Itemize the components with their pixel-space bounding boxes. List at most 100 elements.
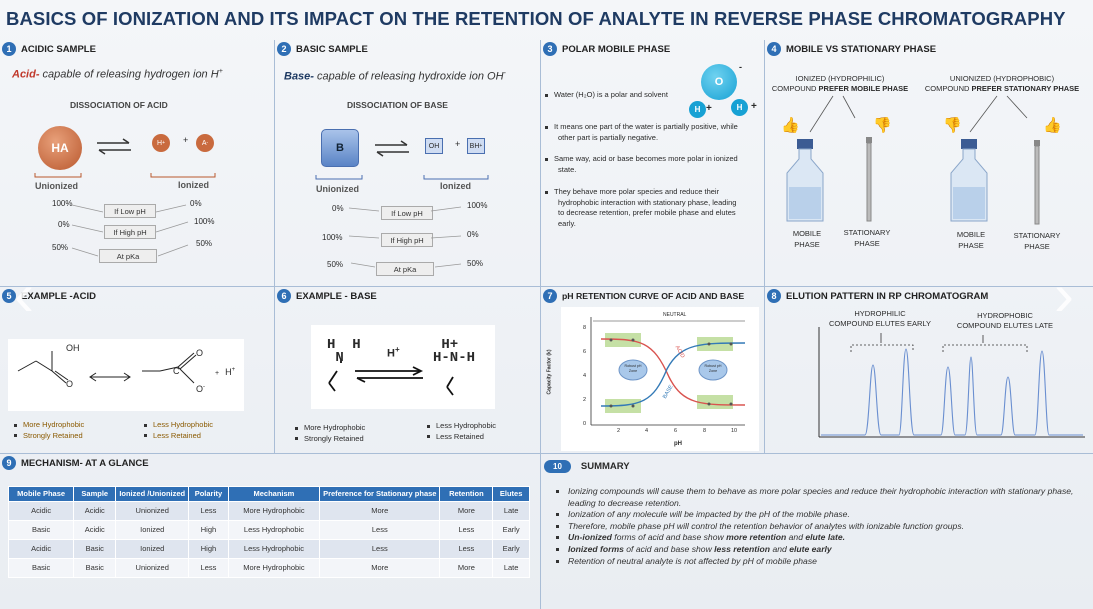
x-tick: 8 [703,428,707,434]
bullet: Strongly Retained [295,434,365,445]
summary-item: Un-ionized forms of acid and base show m… [556,532,1086,544]
bracket-left [34,173,82,178]
row1-left: 0% [332,204,344,213]
label-line: MOBILE [792,229,822,238]
amine-left: H H N [327,337,361,366]
hydrogen-atom-left: H [689,101,706,118]
acid-def-text: capable of releasing hydrogen ion H [39,68,219,81]
oxygen-label: O [196,348,204,358]
row1-left: 100% [52,199,73,208]
oxygen-charge: - [739,62,742,72]
atom: H [225,367,232,377]
plus-sign: + [215,370,220,377]
table-cell: More Hydrophobic [227,557,321,578]
bullet-text: More Hydrophobic [23,420,85,429]
next-slide-arrow-icon[interactable]: › [1054,261,1074,328]
table-cell: High [188,519,229,540]
flow-arrows [71,204,189,257]
emph: Un-ionized [568,532,612,543]
bullet: Less Hydrophobic [144,420,213,431]
bracket-right [150,173,216,178]
panel-title: MOBILE VS STATIONARY PHASE [786,43,937,55]
unionized-label: Unionized [316,184,359,194]
x-tick: 2 [617,428,621,434]
base-structure [328,359,454,396]
thumbs-up-icon: 👍 [781,117,800,134]
bh-sup: + [479,143,483,149]
emph: less retention [714,543,771,554]
table-cell: Less [188,557,229,578]
y-axis-label: Capacity Factor (k) [546,349,553,395]
a-ion-circle: A- [196,134,214,152]
bullet: Less Retained [144,431,213,442]
carbon-label: C [173,366,180,376]
oh-label: OH [428,142,440,150]
chromatogram [818,327,1085,438]
table-cell: Acidic [7,500,75,521]
summary-item: Ionized forms of acid and base show less… [556,544,1086,556]
table-cell: Less [439,519,494,540]
thumbs-down-icon: 👎 [873,117,892,134]
bullet-text: Strongly Retained [23,430,83,440]
prev-slide-arrow-icon[interactable]: ‹ [14,261,34,328]
emph: Ionized forms [568,543,624,554]
base-def-text: capable of releasing hydroxide ion OH [313,70,504,83]
panel-title: EXAMPLE -ACID [21,290,96,302]
table-cell: Early [492,519,530,540]
label-line: PHASE [958,241,984,250]
left-title-prefix: COMPOUND [771,84,819,93]
panel-title: BASIC SAMPLE [296,43,368,55]
bracket-right [423,175,489,180]
oxygen-atom: O [701,64,737,100]
right-title-line2: COMPOUND PREFER STATIONARY PHASE [921,84,1083,94]
bullet-text: It means one part of the water is partia… [554,122,738,142]
plus-sign: + [183,135,189,145]
column-icon [866,137,872,222]
right-title-line1: UNIONIZED (HYDROPHOBIC) [949,74,1055,83]
emph: elute late. [805,532,846,543]
label-line: HYDROPHOBIC [977,311,1033,320]
panel-title: ELUTION PATTERN IN RP CHROMATOGRAM [786,290,989,302]
bullet-text: Same way, acid or base becomes more pola… [554,154,738,174]
row1-right: 100% [467,201,488,210]
right-title: UNIONIZED (HYDROPHOBIC) COMPOUND PREFER … [921,74,1083,94]
table-cell: Less [439,538,494,559]
hplus-label: H+ [387,345,400,360]
bullet-3: Same way, acid or base becomes more pola… [545,154,743,175]
h-ion-label: H [157,139,163,147]
oxygen-label: O [714,76,724,88]
left-title-line2: COMPOUND PREFER MOBILE PHASE [768,84,912,94]
y-tick: 4 [583,373,587,379]
x-tick: 4 [645,428,649,434]
row3-box: At pKa [376,262,434,276]
hydrogen-label: H [736,103,743,112]
page-title: BASICS OF IONIZATION AND ITS IMPACT ON T… [6,8,1066,29]
atom: H [387,347,395,360]
row3-box: At pKa [99,249,157,263]
ph-curve-chart [590,317,746,426]
row1-right: 0% [190,199,202,208]
oxygen-label: O [66,379,74,389]
ionized-label: Ionized [178,180,209,190]
left-title-line1: IONIZED (HYDROPHILIC) [795,74,885,83]
table-cell: Late [492,500,530,521]
section-number: 9 [2,456,16,470]
acid-term: Acid- [12,68,40,81]
section-number: 8 [767,289,781,303]
table-cell: More [319,557,441,578]
h-ion-circle: H+ [152,134,170,152]
hydrogen-charge: + [706,103,712,114]
bullet-text: Strongly Retained [304,433,364,443]
y-tick: 6 [583,349,587,355]
h-ion-sup: + [162,140,165,146]
